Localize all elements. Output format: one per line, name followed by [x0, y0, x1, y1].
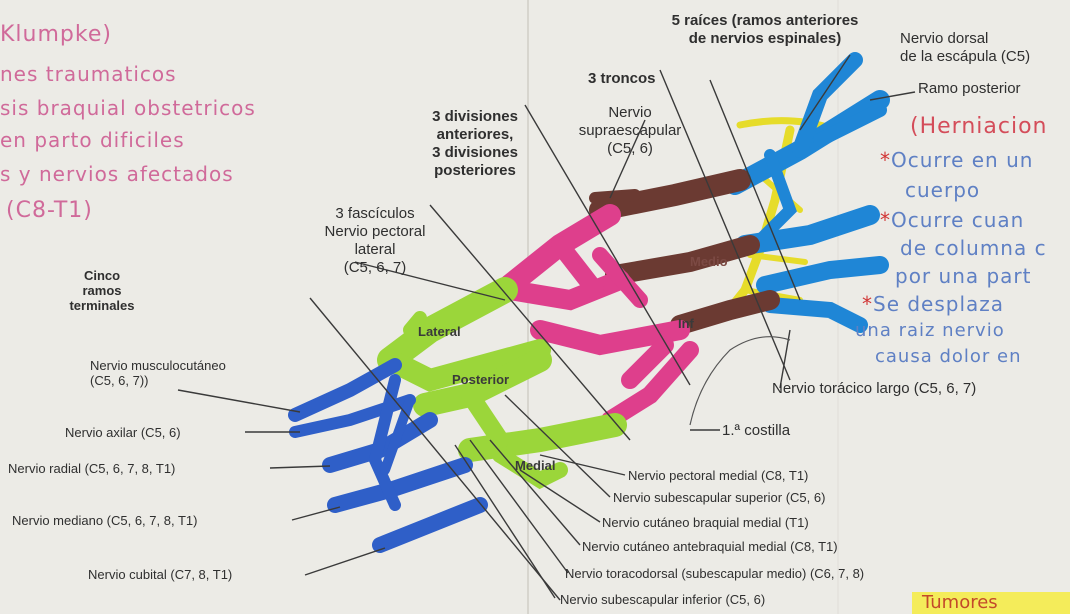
handwritten-note-right-6: *Se desplaza	[862, 292, 1004, 316]
dorsal-scapular-label: Nervio dorsal de la escápula (C5)	[900, 30, 1030, 66]
long-thoracic-label: Nervio torácico largo (C5, 6, 7)	[772, 380, 976, 398]
medial-brachial-cutaneous-label: Nervio cutáneo braquial medial (T1)	[602, 515, 809, 530]
pectoral-lateral-line3: (C5, 6, 7)	[300, 259, 450, 277]
roots-header-line1: 5 raíces (ramos anteriores	[640, 12, 890, 30]
axillary-nerve-label: Nervio axilar (C5, 6)	[65, 425, 181, 440]
musculocutaneous-label: Nervio musculocutáneo (C5, 6, 7))	[90, 358, 226, 388]
handwritten-note-left-1: Klumpke)	[0, 22, 112, 47]
star-icon: *	[880, 208, 891, 232]
lateral-cord-tag: Lateral	[418, 324, 461, 339]
suprascapular-line1: Nervio	[555, 104, 705, 122]
highlighted-note-text: Tumores	[922, 592, 998, 613]
handwritten-note-left-4: en parto dificiles	[0, 128, 185, 152]
roots-header-line2: de nervios espinales)	[640, 30, 890, 48]
musculocutaneous-line1: Nervio musculocutáneo	[90, 358, 226, 373]
inferior-trunk-tag: Inf	[678, 316, 694, 331]
terminals-line1: Cinco	[62, 268, 142, 283]
handwritten-note-right-2: cuerpo	[905, 178, 980, 202]
pectoral-lateral-line1: Nervio pectoral	[300, 223, 450, 241]
fascicles-header: 3 fascículos Nervio pectoral lateral (C5…	[300, 205, 450, 277]
dorsal-scapular-line2: de la escápula (C5)	[900, 48, 1030, 66]
terminals-line2: ramos	[62, 283, 142, 298]
posterior-cord-tag: Posterior	[452, 372, 509, 387]
medial-antebrachial-cutaneous-label: Nervio cutáneo antebraquial medial (C8, …	[582, 539, 838, 554]
trunks-header: 3 troncos	[588, 70, 656, 88]
ulnar-nerve-label: Nervio cubital (C7, 8, T1)	[88, 567, 232, 582]
lower-subscapular-label: Nervio subescapular inferior (C5, 6)	[560, 592, 765, 607]
divisions-line4: posteriores	[415, 162, 535, 180]
handwritten-note-left-6: (C8-T1)	[6, 198, 93, 223]
handwritten-note-right-1: *Ocurre en un	[880, 148, 1033, 172]
terminals-line3: terminales	[62, 298, 142, 313]
posterior-ramus-label: Ramo posterior	[918, 80, 1021, 98]
thoracodorsal-label: Nervio toracodorsal (subescapular medio)…	[565, 566, 864, 581]
star-icon: *	[862, 292, 873, 316]
suprascapular-label: Nervio supraescapular (C5, 6)	[555, 104, 705, 158]
roots-header: 5 raíces (ramos anteriores de nervios es…	[640, 12, 890, 48]
medial-pectoral-label: Nervio pectoral medial (C8, T1)	[628, 468, 808, 483]
handwritten-note-right-5: por una part	[895, 264, 1032, 288]
handwritten-note-left-2: nes traumaticos	[0, 62, 177, 86]
divisions-line2: anteriores,	[415, 126, 535, 144]
handwritten-note-right-4: de columna c	[900, 236, 1047, 260]
radial-nerve-label: Nervio radial (C5, 6, 7, 8, T1)	[8, 461, 175, 476]
middle-trunk-tag: Medio	[690, 254, 728, 269]
divisions-header: 3 divisiones anteriores, 3 divisiones po…	[415, 108, 535, 180]
terminals-header: Cinco ramos terminales	[62, 268, 142, 313]
upper-subscapular-label: Nervio subescapular superior (C5, 6)	[613, 490, 825, 505]
suprascapular-line3: (C5, 6)	[555, 140, 705, 158]
highlighted-note: Tumores	[912, 592, 1070, 614]
handwritten-note-left-3: sis braquial obstetricos	[0, 96, 256, 120]
handwritten-note-right-7: una raiz nervio	[855, 320, 1005, 341]
handwritten-herniation-label: (Herniacion	[910, 114, 1047, 139]
dorsal-scapular-line1: Nervio dorsal	[900, 30, 1030, 48]
star-icon: *	[880, 148, 891, 172]
divisions-line3: 3 divisiones	[415, 144, 535, 162]
musculocutaneous-line2: (C5, 6, 7))	[90, 373, 226, 388]
handwritten-note-right-8: causa dolor en	[875, 346, 1022, 367]
suprascapular-line2: supraescapular	[555, 122, 705, 140]
pectoral-lateral-line2: lateral	[300, 241, 450, 259]
median-nerve-label: Nervio mediano (C5, 6, 7, 8, T1)	[12, 513, 197, 528]
handwritten-note-right-3: *Ocurre cuan	[880, 208, 1024, 232]
fascicles-title: 3 fascículos	[300, 205, 450, 223]
first-rib-label: 1.ª costilla	[722, 422, 790, 440]
divisions-line1: 3 divisiones	[415, 108, 535, 126]
medial-cord-tag: Medial	[515, 458, 555, 473]
handwritten-note-left-5: s y nervios afectados	[0, 162, 234, 186]
